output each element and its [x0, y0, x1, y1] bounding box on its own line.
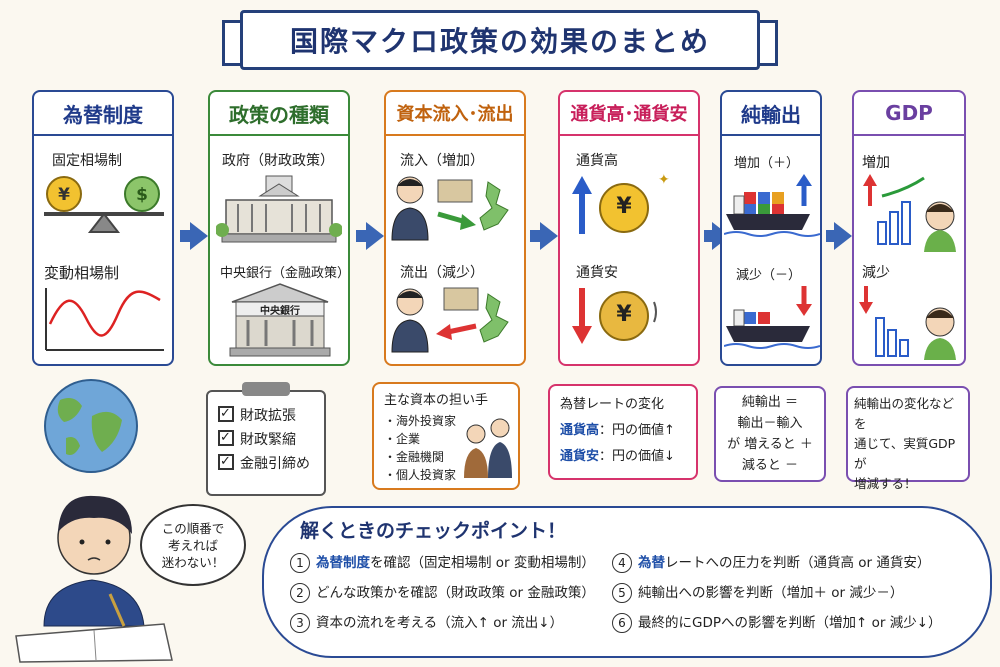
svg-text:¥: ¥: [58, 185, 70, 205]
pencil-icon: [108, 593, 126, 627]
central-bank-label: 中央銀行（金融政策）: [220, 266, 351, 281]
checkbox-icon: [218, 426, 234, 450]
flow-arrow-3-stem: [530, 230, 542, 242]
central-bank-sign: 中央銀行: [260, 306, 300, 317]
clipboard-item: 財政拡張: [218, 402, 310, 428]
card-policy-title: 政策の種類: [210, 92, 348, 136]
flow-arrow-3-icon: [540, 222, 558, 250]
central-bank-building-icon: [229, 283, 331, 357]
checkbox-icon: [218, 450, 234, 474]
exchange-note-title: 為替レートの変化: [560, 397, 665, 412]
svg-text:$: $: [136, 185, 148, 205]
netexport-formula-note: 純輸出 ＝ 輸出－輸入 が 増えると ＋ 減ると －: [714, 386, 826, 482]
notebook-icon: [15, 623, 173, 663]
cargo-ship-up-icon: [724, 174, 820, 237]
checkpoints-panel: [262, 506, 992, 658]
weak-yen-symbol: ¥: [616, 302, 632, 327]
strong-currency-label: 通貨高: [576, 153, 618, 169]
clipboard-item: 金融引締め: [218, 450, 310, 476]
cargo-ship-down-icon: [724, 286, 820, 349]
clipboard-item: 財政緊縮: [218, 426, 310, 452]
flow-arrow-1-icon: [190, 222, 208, 250]
checkpoints-title: 解くときのチェックポイント！: [300, 520, 567, 542]
investors-illustration-icon: [464, 418, 512, 478]
weak-currency-label: 通貨安: [576, 265, 618, 281]
globe-icon: [44, 379, 138, 473]
card-capital-title: 資本流入･流出: [386, 92, 524, 136]
flow-arrow-4-stem: [704, 230, 714, 242]
flow-arrow-2-stem: [356, 230, 368, 242]
government-building-icon: [216, 175, 342, 243]
government-label: 政府（財政政策）: [222, 153, 334, 169]
flow-arrow-5-stem: [826, 230, 836, 242]
card-currency-title: 通貨高･通貨安: [560, 92, 698, 136]
gdp-decrease-label: 減少: [862, 265, 890, 281]
strong-yen-symbol: ¥: [616, 194, 632, 219]
capital-note-item: ・企業: [384, 432, 421, 446]
yen-coin-icon: [599, 291, 649, 341]
capital-note-item: ・金融機関: [384, 450, 445, 464]
floating-rate-graph-icon: [45, 288, 164, 351]
clipboard-clip-icon: [242, 382, 290, 396]
flow-arrow-2-icon: [366, 222, 384, 250]
checkbox-icon: [218, 402, 234, 426]
student-thinking-illustration: [15, 495, 173, 663]
clipboard-items: 財政拡張 財政緊縮 金融引締め: [218, 402, 310, 476]
gdp-decrease-chart-icon: [859, 286, 956, 360]
outflow-label: 流出（減少）: [400, 265, 484, 281]
yen-coin-icon: [599, 183, 649, 233]
strong-yen-illustration: ✦: [572, 172, 670, 234]
gdp-note: 純輸出の変化などを 通じて、実質GDPが 増減する！: [846, 386, 970, 491]
page-title: 国際マクロ政策の効果のまとめ: [240, 10, 760, 70]
outflow-illustration-icon: [391, 287, 509, 353]
floating-rate-label: 変動相場制: [44, 264, 120, 282]
card-netexport-title: 純輸出: [722, 92, 820, 136]
netexport-decrease-label: 減少（－）: [736, 268, 802, 283]
balance-scale-icon: ¥ $: [44, 176, 164, 233]
gdp-increase-chart-icon: [863, 174, 956, 252]
flow-arrow-5-icon: [834, 222, 852, 250]
gdp-increase-label: 増加: [862, 155, 890, 171]
netexport-increase-label: 増加（＋）: [734, 156, 800, 171]
capital-note-item: ・海外投資家: [384, 414, 457, 428]
exchange-rate-note: 為替レートの変化 通貨高：円の価値↑ 通貨安：円の価値↓: [548, 384, 698, 480]
inflow-illustration-icon: [391, 176, 509, 241]
capital-note-item: ・個人投資家: [384, 468, 457, 482]
speech-bubble: この順番で 考えれば 迷わない！: [140, 504, 246, 586]
card-gdp-title: GDP: [854, 92, 964, 136]
card-exchange-title: 為替制度: [34, 92, 172, 136]
flow-arrow-1-stem: [180, 230, 192, 242]
svg-text:✦: ✦: [658, 172, 670, 188]
capital-note-title: 主な資本の担い手: [384, 393, 489, 408]
inflow-label: 流入（増加）: [400, 153, 484, 169]
fixed-rate-label: 固定相場制: [52, 153, 122, 169]
weak-yen-illustration: [572, 288, 657, 344]
